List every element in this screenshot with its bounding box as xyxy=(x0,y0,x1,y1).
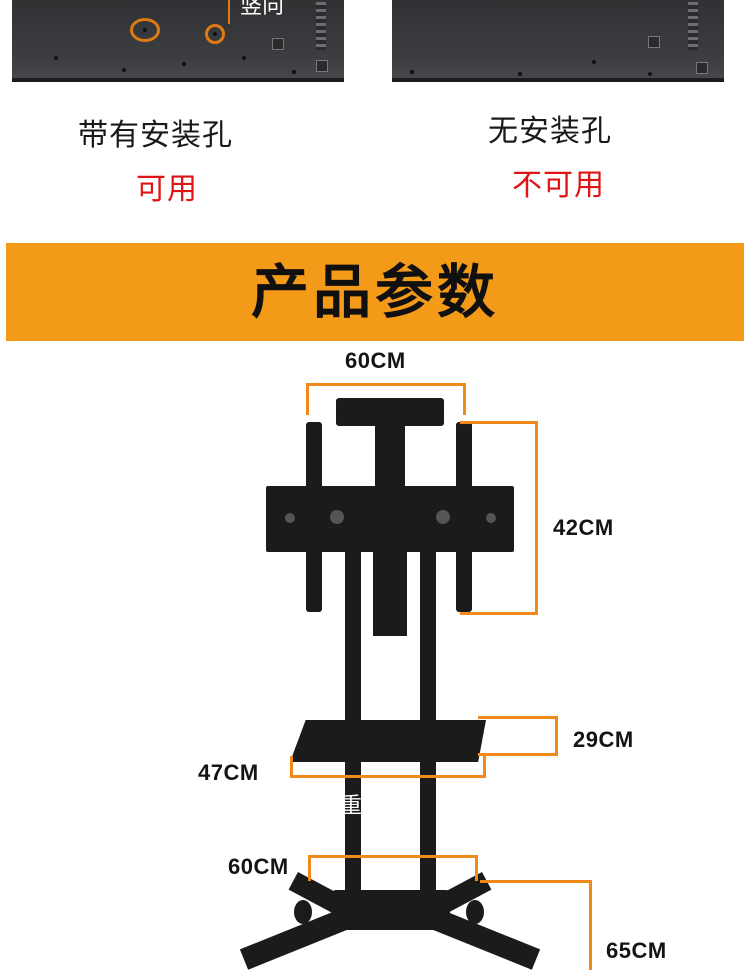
camera-tray xyxy=(336,398,444,426)
dim-label-shelf-width: 47CM xyxy=(198,760,259,785)
screw-hole xyxy=(122,68,126,72)
tray-post xyxy=(375,424,405,490)
left-pole xyxy=(345,490,361,890)
plate-hole xyxy=(436,510,450,524)
port-icon xyxy=(696,62,708,74)
mount-hole xyxy=(143,28,147,32)
caster-wheel xyxy=(466,900,484,924)
port-icon xyxy=(316,60,328,72)
left-bracket xyxy=(306,422,322,612)
caster-wheel xyxy=(294,900,312,924)
caption-unusable: 不可用 xyxy=(512,168,605,203)
base-hub xyxy=(332,890,450,930)
caption-no-holes: 无安装孔 xyxy=(488,114,612,149)
caption-usable: 可用 xyxy=(136,172,198,207)
section-banner: 产品参数 xyxy=(6,243,744,341)
screw-hole xyxy=(242,56,246,60)
port-strip xyxy=(316,2,326,50)
dim-label-top-width: 60CM xyxy=(345,348,406,373)
dim-label-base-depth: 65CM xyxy=(606,938,667,963)
dim-label-base-width: 60CM xyxy=(228,854,289,879)
right-bracket xyxy=(456,422,472,612)
dim-bracket-base-width xyxy=(308,855,478,881)
tv-back-with-holes: 竖向 xyxy=(12,0,344,82)
height-adjuster xyxy=(373,552,407,636)
dim-label-shelf-depth: 29CM xyxy=(573,727,634,752)
plate-hole xyxy=(330,510,344,524)
right-pole xyxy=(420,490,436,890)
screw-hole xyxy=(182,62,186,66)
screw-hole xyxy=(648,72,652,76)
mount-hole-highlight xyxy=(130,18,160,42)
mount-hole-highlight xyxy=(205,24,225,44)
plate-hole xyxy=(486,513,496,523)
caption-with-holes: 带有安装孔 xyxy=(78,118,233,153)
screw-hole xyxy=(592,60,596,64)
screw-hole xyxy=(410,70,414,74)
dim-bracket-shelf-width xyxy=(290,756,486,778)
dim-bracket-shelf-depth xyxy=(478,716,558,756)
port-strip xyxy=(688,2,698,50)
callout-label: 竖向 xyxy=(240,0,285,19)
screw-hole xyxy=(54,56,58,60)
callout-line xyxy=(228,0,230,24)
mount-hole xyxy=(213,32,217,36)
middle-shelf xyxy=(290,720,486,762)
port-icon xyxy=(648,36,660,48)
dim-label-mount-height: 42CM xyxy=(553,515,614,540)
tv-back-no-holes xyxy=(392,0,724,82)
dim-bracket-top-width xyxy=(306,383,466,415)
plate-hole xyxy=(285,513,295,523)
watermark: 重70 xyxy=(340,794,390,819)
screw-hole xyxy=(518,72,522,76)
dim-bracket-mount-height xyxy=(460,421,538,615)
port-icon xyxy=(272,38,284,50)
screw-hole xyxy=(292,70,296,74)
dim-bracket-base-depth xyxy=(480,880,592,970)
section-title: 产品参数 xyxy=(250,258,499,326)
